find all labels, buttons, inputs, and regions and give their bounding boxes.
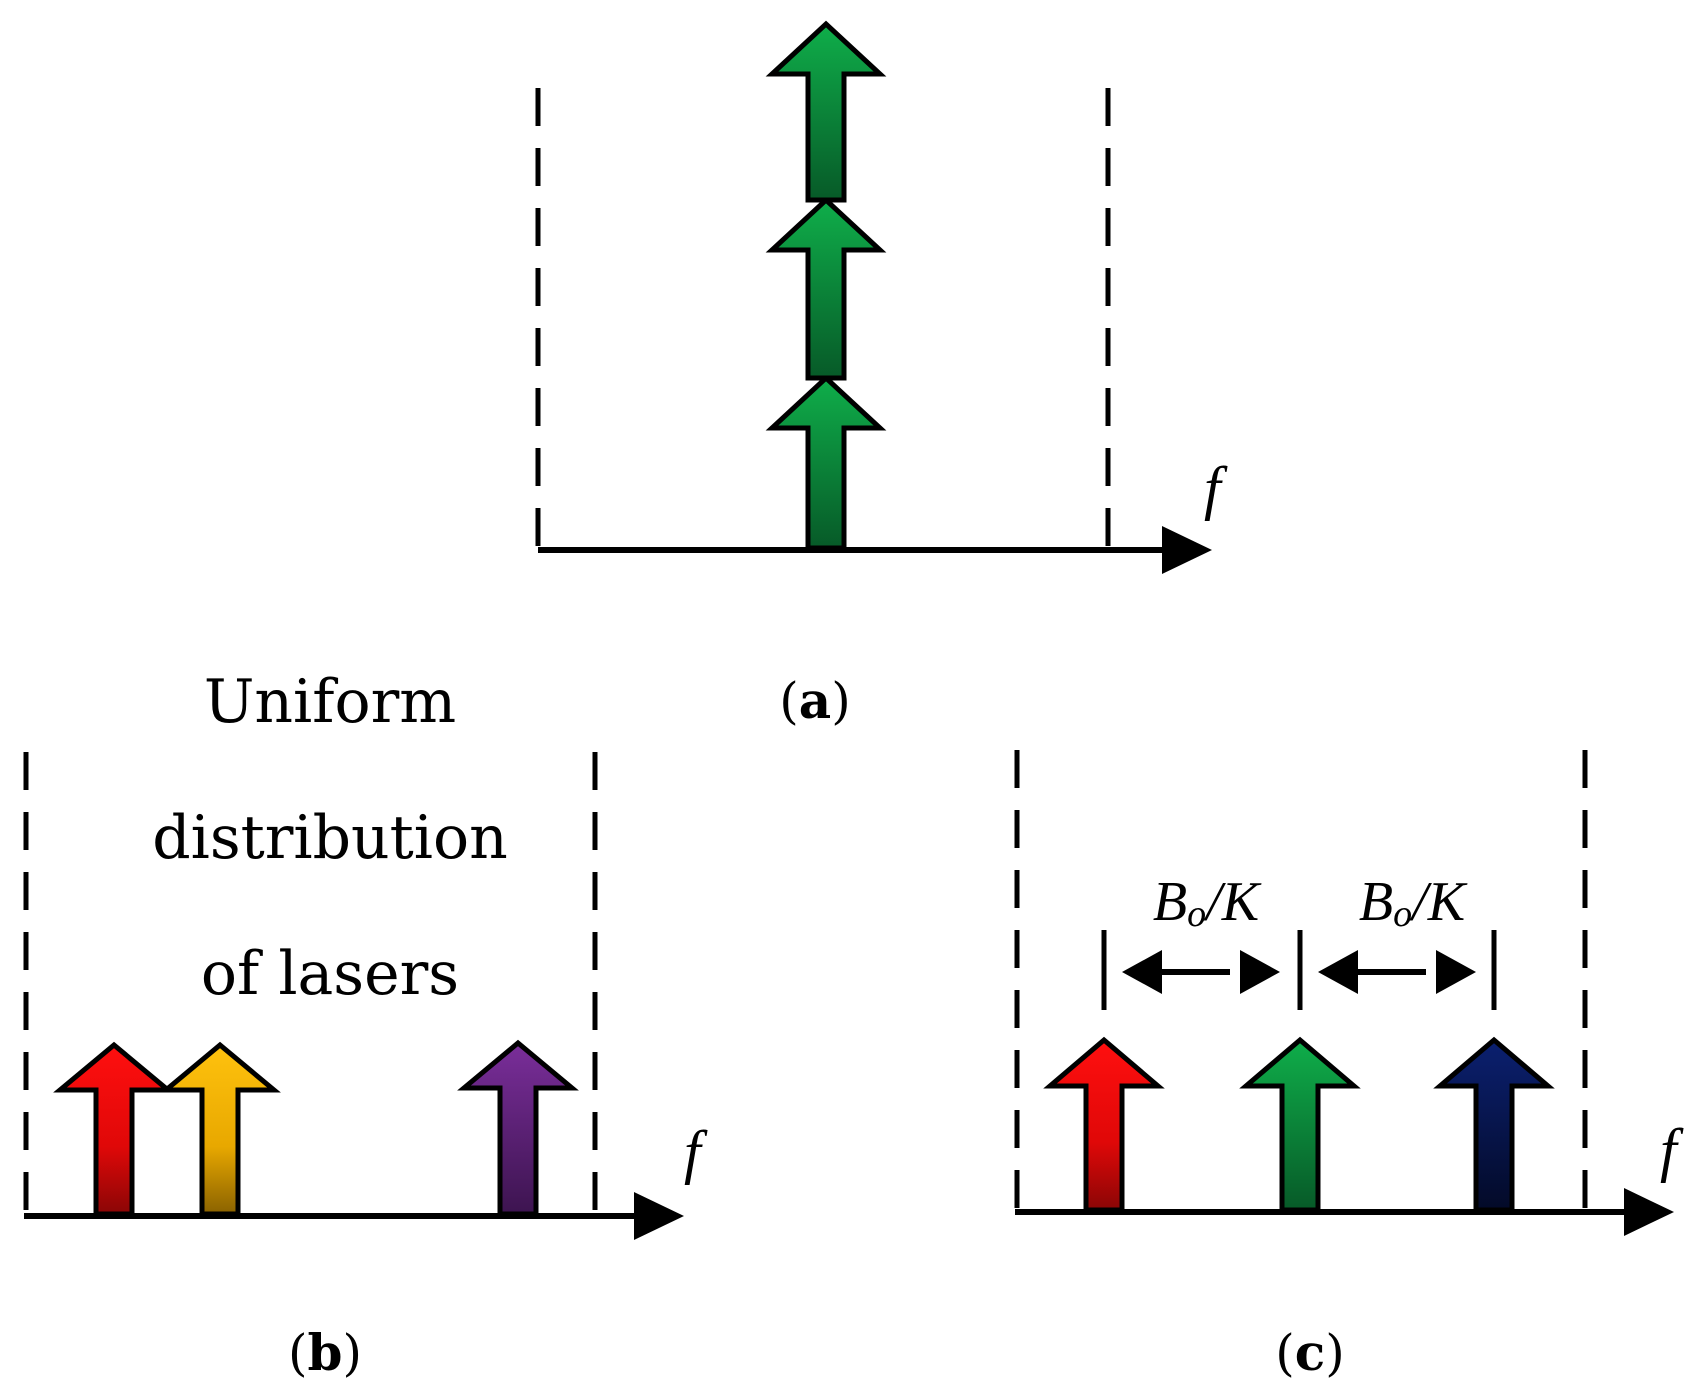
panel-b-label: (b) bbox=[288, 1323, 362, 1382]
panel-b-annotation-line-1: Uniform bbox=[204, 667, 456, 737]
panel-b-annotation-line-3: of lasers bbox=[201, 939, 459, 1009]
spacing-label-2: Bo/K bbox=[1359, 871, 1468, 935]
double-headed-arrow-icon bbox=[1318, 950, 1476, 994]
up-arrow-icon bbox=[765, 374, 887, 551]
spacing-label-1: Bo/K bbox=[1153, 871, 1262, 935]
panel-a: f (a) bbox=[535, 20, 1228, 730]
panel-b-axis-label: f bbox=[684, 1119, 708, 1185]
up-arrow-icon bbox=[765, 20, 887, 203]
up-arrow-icon bbox=[1433, 1036, 1555, 1213]
panel-c: Bo/K Bo/K f (c) bbox=[1014, 750, 1684, 1382]
up-arrow-icon bbox=[765, 196, 887, 381]
panel-a-axis-label: f bbox=[1204, 455, 1228, 521]
axis-arrowhead-icon bbox=[1624, 1188, 1674, 1236]
up-arrow-icon bbox=[1043, 1036, 1165, 1213]
panel-c-axis-label: f bbox=[1660, 1117, 1684, 1183]
axis-arrowhead-icon bbox=[1162, 526, 1212, 574]
panel-b: Uniform distribution of lasers f (b) bbox=[23, 667, 708, 1382]
panel-b-annotation-line-2: distribution bbox=[152, 803, 508, 873]
up-arrow-icon bbox=[1239, 1036, 1361, 1213]
up-arrow-icon bbox=[457, 1039, 579, 1217]
panel-a-label: (a) bbox=[779, 671, 850, 730]
double-headed-arrow-icon bbox=[1122, 950, 1280, 994]
panel-c-label: (c) bbox=[1275, 1323, 1344, 1382]
axis-arrowhead-icon bbox=[634, 1192, 684, 1240]
up-arrow-icon bbox=[53, 1041, 175, 1217]
up-arrow-icon bbox=[159, 1041, 281, 1217]
